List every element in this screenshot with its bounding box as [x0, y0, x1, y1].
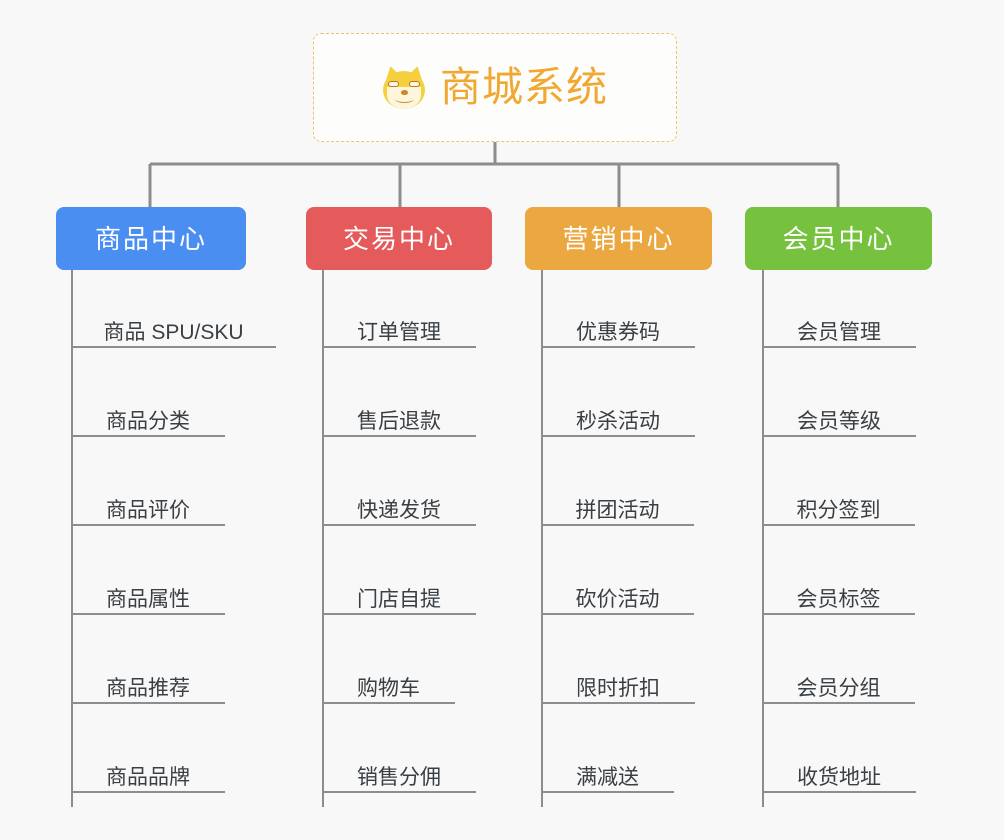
- branch-spine-member-center: [762, 270, 764, 807]
- leaf-label: 会员等级: [797, 409, 881, 433]
- leaf-item[interactable]: 门店自提: [322, 588, 476, 615]
- leaf-label: 商品品牌: [106, 765, 190, 789]
- category-label: 会员中心: [782, 223, 895, 254]
- leaf-label: 商品分类: [106, 409, 190, 433]
- leaf-label: 拼团活动: [575, 498, 660, 522]
- branch-spine-marketing-center: [541, 270, 543, 807]
- category-box-trade-center[interactable]: 交易中心: [306, 207, 492, 270]
- leaf-label: 销售分佣: [357, 765, 441, 789]
- leaf-item[interactable]: 销售分佣: [322, 766, 476, 793]
- leaf-label: 售后退款: [357, 409, 441, 433]
- leaf-label: 购物车: [357, 676, 420, 700]
- leaf-label: 优惠券码: [576, 320, 660, 344]
- leaf-item[interactable]: 商品 SPU/SKU: [71, 321, 276, 348]
- category-box-marketing-center[interactable]: 营销中心: [525, 207, 712, 270]
- leaf-item[interactable]: 售后退款: [322, 410, 476, 437]
- leaf-item[interactable]: 会员等级: [762, 410, 916, 437]
- category-box-product-center[interactable]: 商品中心: [56, 207, 246, 270]
- leaf-label: 会员分组: [796, 676, 881, 700]
- leaf-item[interactable]: 会员标签: [762, 588, 915, 615]
- leaf-label: 限时折扣: [576, 676, 660, 700]
- leaf-item[interactable]: 购物车: [322, 677, 455, 704]
- leaf-label: 收货地址: [797, 765, 881, 789]
- category-label: 商品中心: [94, 223, 207, 254]
- leaf-label: 会员管理: [797, 320, 881, 344]
- leaf-label: 会员标签: [796, 587, 881, 611]
- leaf-label: 快递发货: [357, 498, 441, 522]
- leaf-label: 商品属性: [106, 587, 190, 611]
- leaf-item[interactable]: 限时折扣: [541, 677, 695, 704]
- leaf-item[interactable]: 秒杀活动: [541, 410, 695, 437]
- shiba-dog-icon: [382, 63, 426, 110]
- leaf-label: 商品评价: [106, 498, 190, 522]
- branch-spine-trade-center: [322, 270, 324, 807]
- leaf-label: 满减送: [576, 765, 639, 789]
- leaf-label: 秒杀活动: [576, 409, 660, 433]
- leaf-item[interactable]: 会员分组: [762, 677, 915, 704]
- leaf-item[interactable]: 积分签到: [762, 499, 915, 526]
- leaf-item[interactable]: 商品属性: [71, 588, 225, 615]
- leaf-label: 商品推荐: [106, 676, 190, 700]
- root-node[interactable]: 商城系统: [313, 33, 677, 142]
- root-title: 商城系统: [440, 64, 608, 110]
- leaf-item[interactable]: 订单管理: [322, 321, 476, 348]
- branch-spine-product-center: [71, 270, 73, 807]
- leaf-item[interactable]: 拼团活动: [541, 499, 694, 526]
- leaf-item[interactable]: 砍价活动: [541, 588, 694, 615]
- leaf-item[interactable]: 商品品牌: [71, 766, 225, 793]
- leaf-item[interactable]: 优惠券码: [541, 321, 695, 348]
- category-label: 交易中心: [342, 223, 455, 254]
- leaf-item[interactable]: 商品推荐: [71, 677, 225, 704]
- leaf-label: 砍价活动: [575, 587, 660, 611]
- category-box-member-center[interactable]: 会员中心: [745, 207, 932, 270]
- leaf-label: 门店自提: [357, 587, 441, 611]
- leaf-item[interactable]: 会员管理: [762, 321, 916, 348]
- leaf-label: 订单管理: [357, 320, 441, 344]
- leaf-item[interactable]: 收货地址: [762, 766, 916, 793]
- leaf-item[interactable]: 商品评价: [71, 499, 225, 526]
- leaf-item[interactable]: 商品分类: [71, 410, 225, 437]
- category-label: 营销中心: [562, 223, 675, 254]
- leaf-label: 积分签到: [796, 498, 881, 522]
- leaf-item[interactable]: 快递发货: [322, 499, 476, 526]
- leaf-item[interactable]: 满减送: [541, 766, 674, 793]
- leaf-label: 商品 SPU/SKU: [103, 320, 244, 344]
